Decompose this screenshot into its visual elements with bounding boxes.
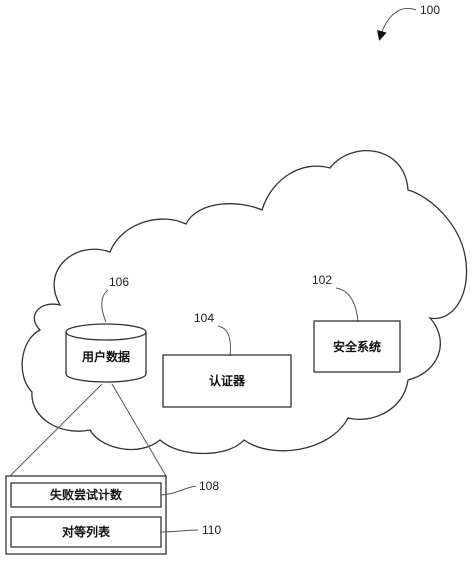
figure-arrow: [377, 8, 417, 41]
leader-102: [335, 287, 359, 323]
user-data-cylinder: [65, 323, 147, 383]
security-system-label: 安全系统: [333, 339, 381, 354]
authenticator-label: 认证器: [209, 373, 246, 388]
user-data-label: 用户数据: [81, 349, 130, 364]
ref-108: 108: [199, 479, 219, 493]
user-data-detail-box: [5, 475, 167, 555]
peer-list-label: 对等列表: [62, 524, 111, 539]
ref-110: 110: [202, 523, 221, 537]
authenticator-box: [162, 354, 292, 408]
leader-106: [101, 289, 109, 323]
failed-attempt-count-label: 失败尝试计数: [50, 487, 123, 502]
leader-108: [160, 485, 197, 496]
security-system-box: [313, 320, 401, 373]
figure-number: 100: [420, 3, 440, 17]
cloud-outline: [21, 150, 468, 455]
leader-104: [217, 325, 231, 357]
ref-102: 102: [312, 273, 332, 287]
ref-104: 104: [194, 311, 214, 325]
expand-line-left: [9, 383, 103, 477]
leader-110: [160, 529, 199, 533]
expand-line-right: [111, 383, 167, 477]
ref-106: 106: [109, 275, 129, 289]
